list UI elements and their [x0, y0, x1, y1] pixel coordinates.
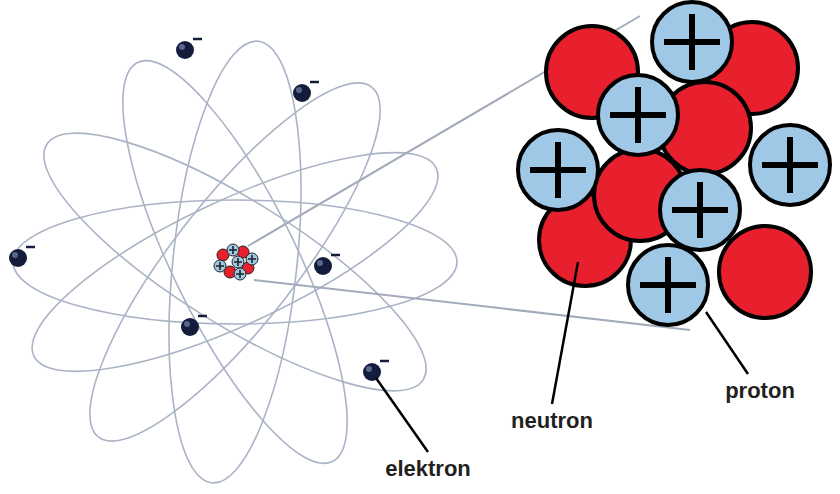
zoom-lines: [248, 16, 690, 330]
nucleus-zoom: [518, 2, 830, 325]
electrons: [9, 39, 389, 381]
proton-spheres: [518, 2, 830, 325]
part-label: neutron: [511, 408, 593, 434]
part-label: proton: [725, 378, 795, 404]
orbits: [8, 35, 463, 490]
small-nucleus: [214, 244, 258, 280]
plus-signs: [530, 14, 818, 313]
leader-lines: [376, 262, 748, 452]
part-label: elektron: [385, 456, 471, 482]
